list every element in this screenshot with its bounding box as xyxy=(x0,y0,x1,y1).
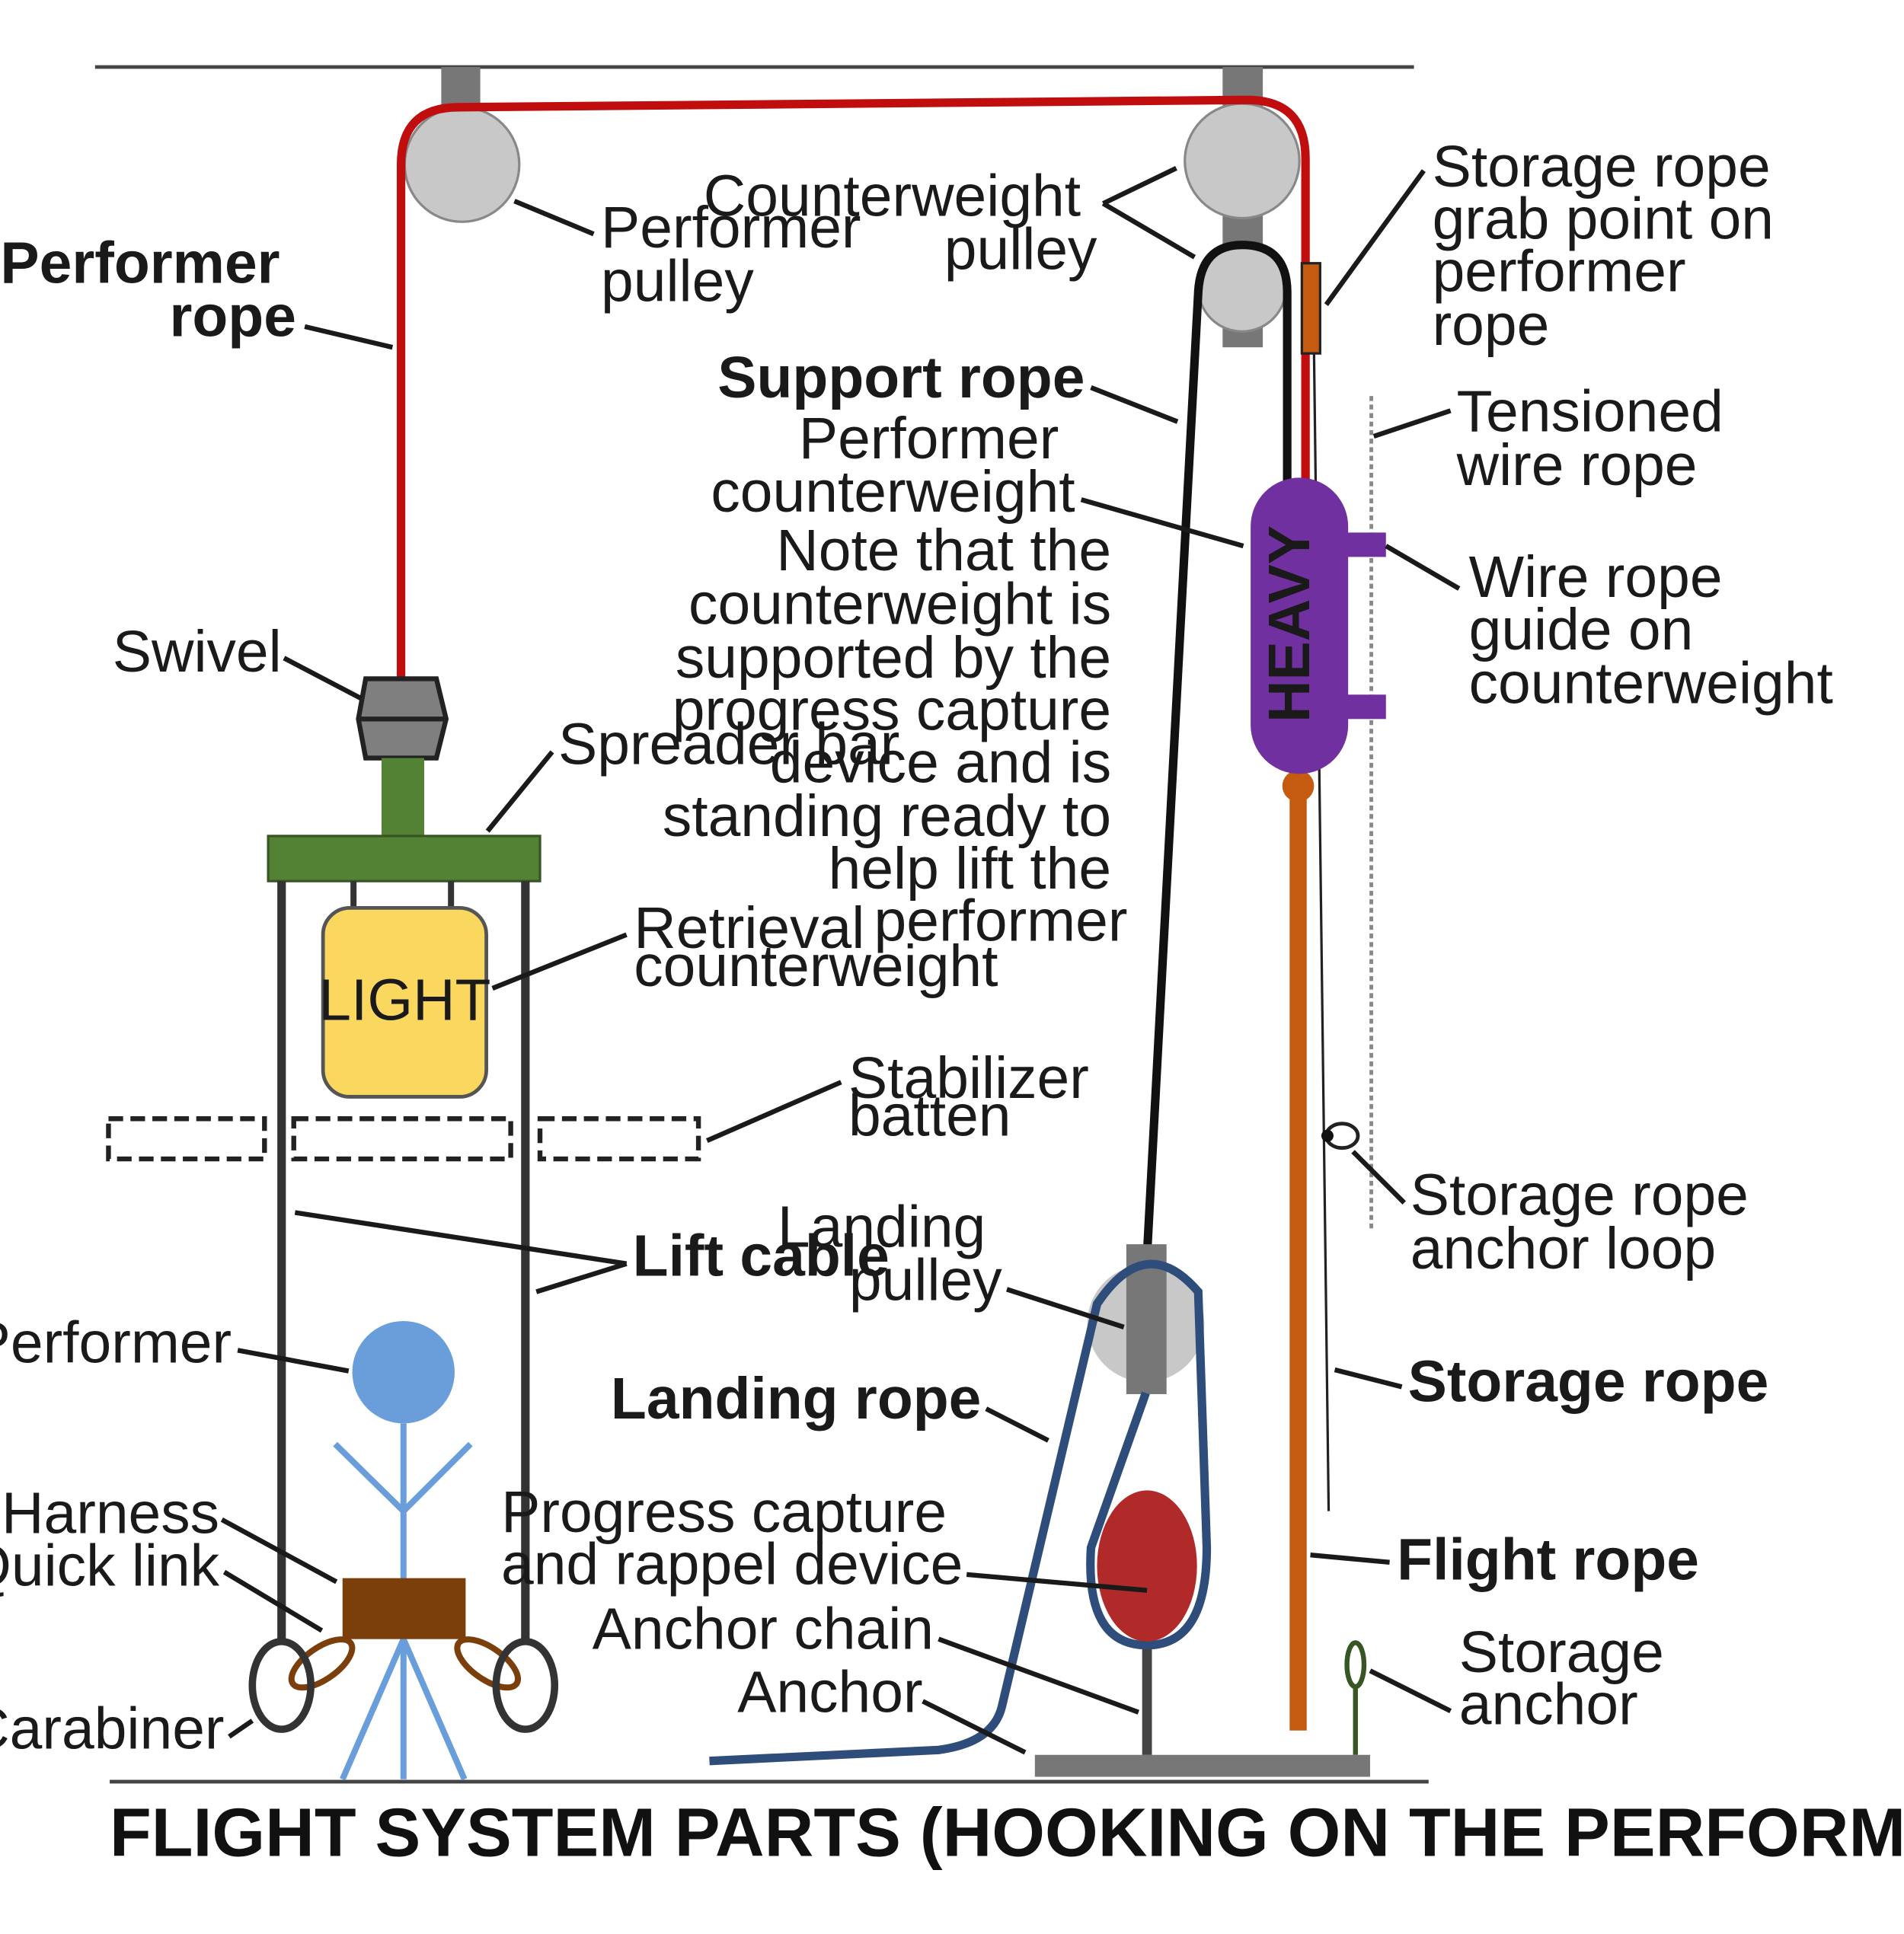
retrieval-counterweight xyxy=(321,905,489,1099)
label-performer: Performer xyxy=(0,1310,232,1375)
heavy-label: HEAVY xyxy=(1257,525,1322,723)
storage-rope-anchor-knot xyxy=(1321,1129,1334,1142)
performer-pulley xyxy=(403,106,521,223)
stabilizer-batten-left xyxy=(106,1116,267,1162)
label-anchor-chain: Anchor chain xyxy=(593,1596,934,1661)
label-performer-rope: Performer rope xyxy=(0,230,296,349)
label-counterweight-pulley: Counterweight pulley xyxy=(704,163,1097,282)
label-performer-pulley: Performer pulley xyxy=(601,195,877,314)
light-label: LIGHT xyxy=(318,968,490,1033)
spreader-bar xyxy=(267,835,541,882)
harness xyxy=(342,1578,466,1639)
landing-rope xyxy=(709,1259,1212,1766)
label-lift-cable: Lift cable xyxy=(633,1224,890,1289)
performer-counterweight xyxy=(1251,477,1349,774)
progress-capture-device xyxy=(1097,1490,1197,1642)
label-harness: Harness xyxy=(2,1480,219,1546)
label-storage-grab-point: Storage rope grab point on performer rop… xyxy=(1433,134,1791,358)
label-wire-rope-guide: Wire rope guide on counterweight xyxy=(1469,544,1833,716)
counterweight-pulley-upper xyxy=(1184,102,1301,220)
quick-link-right xyxy=(454,1636,522,1691)
wire-rope-guide-bottom xyxy=(1340,694,1386,720)
support-rope xyxy=(1142,241,1292,1256)
performer-rope xyxy=(396,95,1310,681)
storage-rope-grab-point xyxy=(1300,262,1321,355)
carabiner-left xyxy=(248,1638,315,1733)
label-storage-rope: Storage rope xyxy=(1408,1349,1769,1415)
label-spreader-bar: Spreader bar xyxy=(558,712,899,777)
stabilizer-batten-center xyxy=(291,1116,513,1162)
label-carabiner: Carabiner xyxy=(0,1696,224,1762)
performer-head xyxy=(352,1320,455,1424)
carabiner-right xyxy=(492,1638,559,1733)
label-retrieval-counterweight: Retrieval counterweight xyxy=(634,895,998,999)
label-quick-link: Quick link xyxy=(0,1533,220,1598)
label-performer-counterweight: Performer counterweight xyxy=(711,406,1075,525)
label-tensioned-wire-rope: Tensioned wire rope xyxy=(1456,379,1740,498)
spreader-bar-stem xyxy=(381,758,424,839)
label-storage-anchor: Storage anchor xyxy=(1459,1620,1680,1738)
label-support-rope: Support rope xyxy=(717,345,1085,410)
label-note: Note that the counterweight is supported… xyxy=(663,518,1128,954)
label-anchor: Anchor xyxy=(737,1660,922,1725)
storage-anchor xyxy=(1344,1640,1367,1690)
label-flight-rope: Flight rope xyxy=(1397,1527,1699,1592)
label-stabilizer-batten: Stabilizer batten xyxy=(848,1045,1105,1149)
wire-rope-guide-top xyxy=(1340,532,1386,557)
quick-link-left xyxy=(288,1636,356,1691)
label-storage-anchor-loop: Storage rope anchor loop xyxy=(1410,1163,1765,1281)
leader-lines xyxy=(220,165,1461,1755)
performer-pulley-hanger xyxy=(441,67,481,110)
label-progress-capture: Progress capture and rappel device xyxy=(501,1479,963,1597)
label-swivel: Swivel xyxy=(113,619,282,685)
anchor-base-plate xyxy=(1034,1754,1370,1777)
flight-rope-knot xyxy=(1282,770,1315,803)
label-landing-rope: Landing rope xyxy=(611,1366,981,1431)
stabilizer-batten-right xyxy=(537,1116,701,1162)
label-landing-pulley: Landing pulley xyxy=(778,1194,1002,1313)
diagram-title: FLIGHT SYSTEM PARTS (HOOKING ON THE PERF… xyxy=(110,1795,1904,1871)
